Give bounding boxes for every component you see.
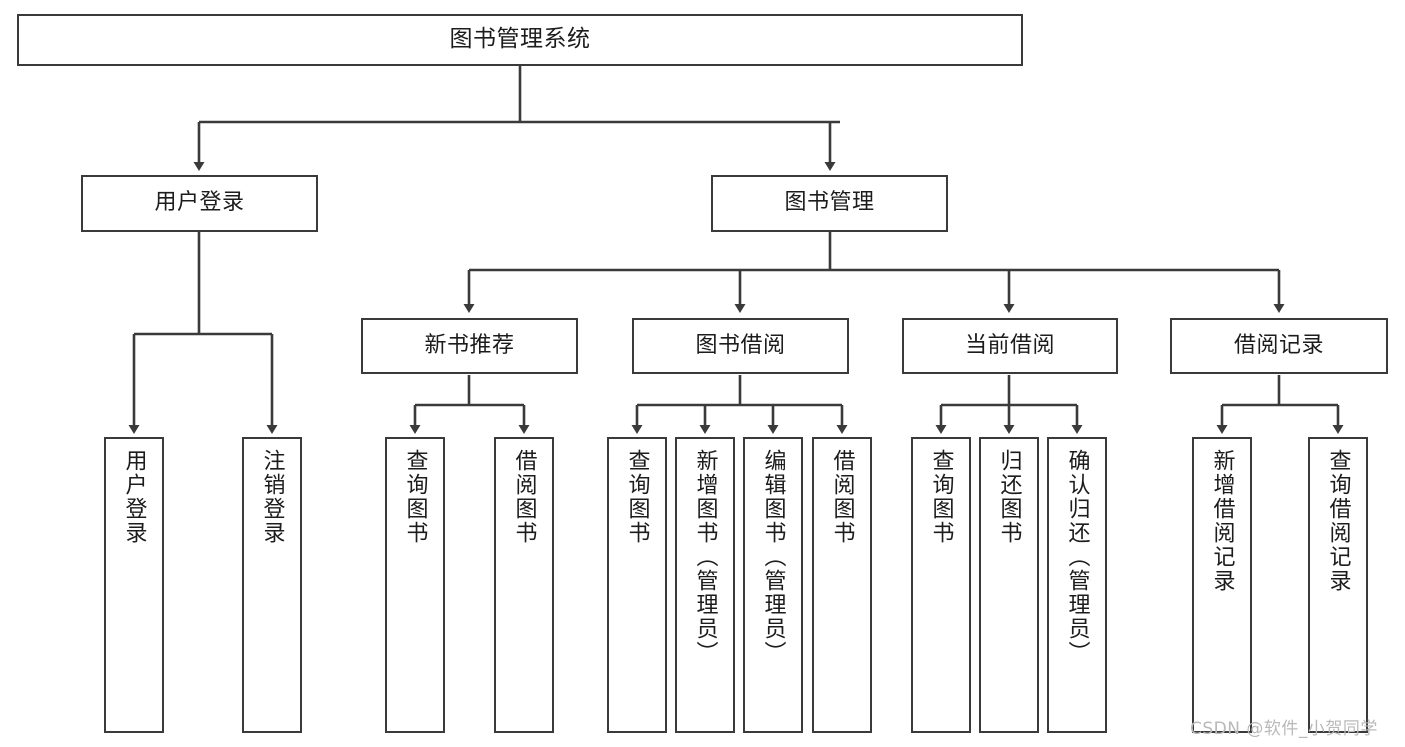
node-leaf-edit-book[interactable]: 编辑图书（管理员） — [743, 437, 803, 733]
node-label: 借阅图书 — [829, 449, 855, 545]
node-label: 当前借阅 — [964, 332, 1055, 358]
node-label: 查询图书 — [402, 449, 428, 545]
node-label: 用户登录 — [121, 449, 147, 545]
node-label: 查询图书 — [928, 449, 954, 545]
node-leaf-add-record[interactable]: 新增借阅记录 — [1192, 437, 1252, 733]
node-book-borrow[interactable]: 图书借阅 — [632, 318, 849, 374]
node-label: 图书管理系统 — [449, 26, 591, 53]
node-current-borrow[interactable]: 当前借阅 — [902, 318, 1118, 374]
node-leaf-borrow-book-1[interactable]: 借阅图书 — [494, 437, 554, 733]
node-leaf-add-book[interactable]: 新增图书（管理员） — [675, 437, 735, 733]
node-label: 查询图书 — [624, 449, 650, 545]
node-root-system[interactable]: 图书管理系统 — [17, 14, 1023, 66]
node-label: 图书借阅 — [695, 332, 786, 358]
node-leaf-borrow-book-2[interactable]: 借阅图书 — [812, 437, 872, 733]
node-label: 编辑图书（管理员） — [760, 449, 786, 665]
node-leaf-query-book-3[interactable]: 查询图书 — [911, 437, 971, 733]
node-leaf-query-record[interactable]: 查询借阅记录 — [1308, 437, 1368, 733]
node-label: 新书推荐 — [424, 332, 515, 358]
node-label: 归还图书 — [996, 449, 1022, 545]
node-leaf-return-book[interactable]: 归还图书 — [979, 437, 1039, 733]
node-label: 新增图书（管理员） — [692, 449, 718, 665]
node-borrow-record[interactable]: 借阅记录 — [1170, 318, 1388, 374]
node-label: 注销登录 — [259, 449, 285, 545]
node-leaf-query-book-2[interactable]: 查询图书 — [607, 437, 667, 733]
node-leaf-logout-login[interactable]: 注销登录 — [242, 437, 302, 733]
csdn-watermark: CSDN @软件_小贺同学 — [1190, 719, 1378, 739]
node-label: 图书管理 — [784, 190, 875, 216]
node-label: 新增借阅记录 — [1209, 449, 1235, 593]
node-new-book-recommend[interactable]: 新书推荐 — [361, 318, 578, 374]
node-label: 用户登录 — [154, 190, 245, 216]
node-label: 查询借阅记录 — [1325, 449, 1351, 593]
node-book-manage[interactable]: 图书管理 — [711, 175, 948, 232]
node-user-login[interactable]: 用户登录 — [81, 175, 318, 232]
node-label: 借阅记录 — [1233, 332, 1324, 358]
node-leaf-query-book-1[interactable]: 查询图书 — [385, 437, 445, 733]
node-leaf-confirm-return[interactable]: 确认归还（管理员） — [1047, 437, 1107, 733]
node-label: 确认归还（管理员） — [1064, 449, 1090, 665]
node-leaf-user-login[interactable]: 用户登录 — [104, 437, 164, 733]
node-label: 借阅图书 — [511, 449, 537, 545]
